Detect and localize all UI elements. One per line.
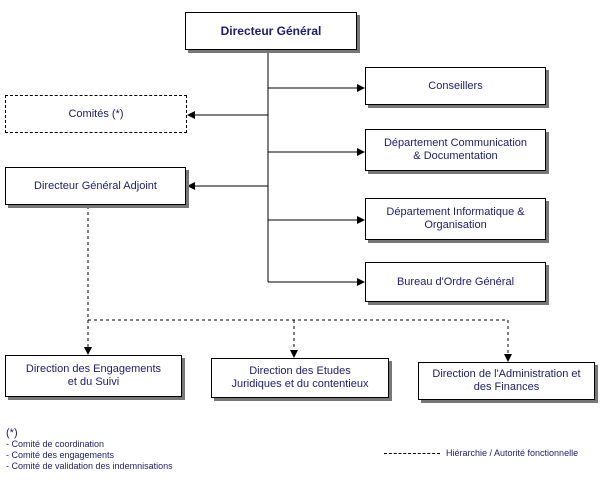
node-bureau-ordre: Bureau d'Ordre Général	[365, 262, 546, 302]
node-label: Direction des Engagements et du Suivi	[25, 363, 162, 388]
footnote-item: - Comité de coordination	[6, 439, 105, 449]
legend: Hiérarchie / Autorité fonctionnelle	[384, 448, 578, 458]
node-label: Département Informatique & Organisation	[386, 206, 525, 231]
node-dept-communication: Département Communication & Documentatio…	[365, 129, 546, 171]
node-directeur-general: Directeur Général	[185, 12, 357, 50]
footnote: (*) - Comité de coordination - Comité de…	[6, 428, 173, 472]
footnote-item: - Comité de validation des indemnisation…	[6, 461, 173, 471]
footnote-marker: (*)	[6, 427, 18, 439]
node-dir-engagements: Direction des Engagements et du Suivi	[5, 355, 182, 397]
node-dept-informatique: Département Informatique & Organisation	[365, 198, 546, 240]
node-directeur-general-adjoint: Directeur Général Adjoint	[5, 167, 186, 205]
node-label: Direction de l'Administration et des Fin…	[432, 368, 581, 393]
node-conseillers: Conseillers	[365, 67, 546, 105]
legend-dash-icon	[384, 452, 440, 454]
node-dir-administration: Direction de l'Administration et des Fin…	[418, 362, 595, 400]
node-label: Conseillers	[428, 79, 483, 92]
node-dir-etudes: Direction des Etudes Juridiques et du co…	[211, 358, 389, 398]
node-label: Département Communication & Documentatio…	[383, 137, 528, 162]
legend-label: Hiérarchie / Autorité fonctionnelle	[446, 448, 579, 458]
node-label: Directeur Général Adjoint	[34, 179, 157, 192]
node-label: Bureau d'Ordre Général	[396, 275, 515, 288]
node-comites: Comités (*)	[5, 95, 187, 133]
footnote-item: - Comité des engagements	[6, 450, 115, 460]
node-label: Comités (*)	[68, 107, 124, 120]
node-label: Directeur Général	[220, 23, 322, 38]
node-label: Direction des Etudes Juridiques et du co…	[231, 365, 369, 390]
